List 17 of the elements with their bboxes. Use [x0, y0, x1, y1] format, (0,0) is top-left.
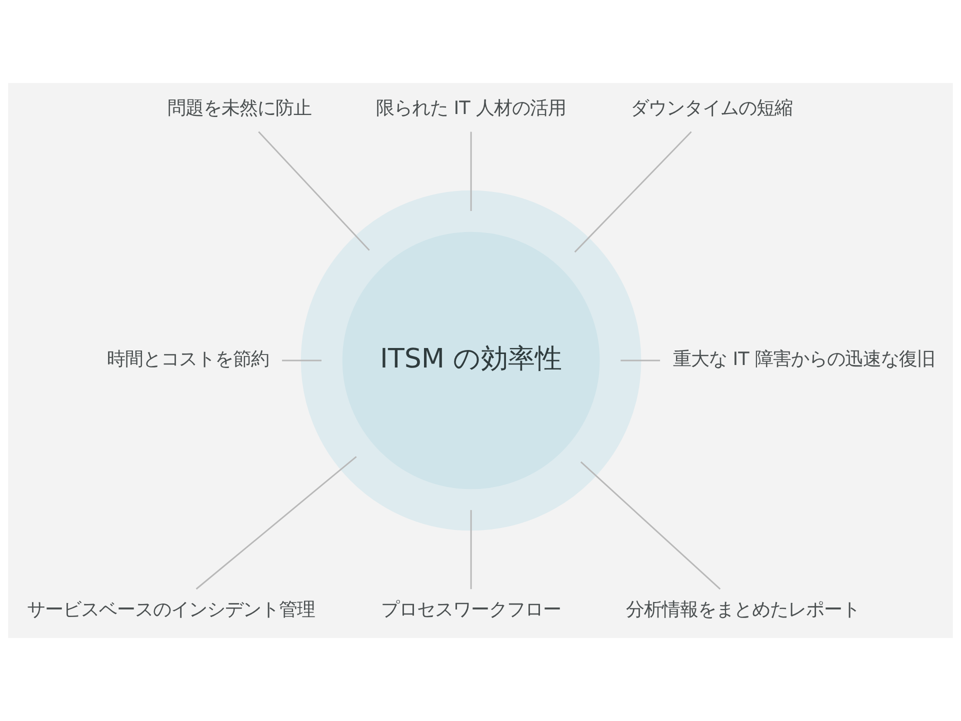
node-text: 分析情報をまとめたレポート — [626, 599, 860, 620]
node-text: プロセスワークフロー — [381, 599, 562, 620]
connector — [620, 360, 660, 362]
node-text: 時間とコストを節約 — [107, 348, 270, 370]
node-text: 問題を未然に防止 — [167, 98, 312, 120]
node-circle: ITSM の効率性 — [300, 190, 642, 531]
connector — [282, 360, 322, 362]
connector — [470, 510, 472, 590]
connector — [258, 131, 370, 251]
connector — [196, 456, 357, 590]
connector — [574, 131, 692, 253]
node-text: 重大な IT 障害からの迅速な復旧 — [672, 348, 936, 370]
node-text: ダウンタイムの短縮 — [630, 98, 792, 120]
node-text: 限られた IT 人材の活用 — [376, 98, 566, 120]
connector — [470, 132, 472, 211]
connector — [580, 461, 721, 590]
node-text: サービスベースのインシデント管理 — [26, 599, 315, 620]
